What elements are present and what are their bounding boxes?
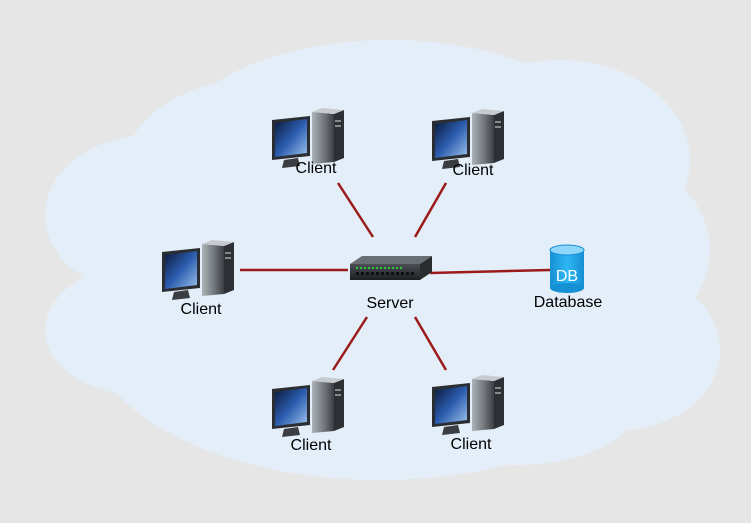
link-server-client-top-right	[413, 182, 448, 238]
link-server-database	[429, 268, 551, 275]
client-bottom-left-label: Client	[290, 437, 332, 454]
link-server-client-bottom-left	[331, 316, 369, 371]
link-server-client-bottom-right	[413, 316, 448, 371]
server-label: Server	[366, 295, 414, 312]
link-server-client-top-left	[336, 182, 375, 238]
database-label: Database	[533, 294, 603, 311]
server-switch-icon[interactable]	[350, 256, 432, 280]
client-top-left-label: Client	[295, 160, 337, 177]
client-top-right-label: Client	[452, 162, 494, 179]
client-left-label: Client	[180, 301, 222, 318]
database-badge: DB	[556, 268, 578, 285]
network-links	[240, 182, 551, 371]
client-bottom-right-label: Client	[450, 436, 492, 453]
database-icon[interactable]: DB	[549, 244, 585, 293]
cloud-background	[45, 40, 720, 480]
